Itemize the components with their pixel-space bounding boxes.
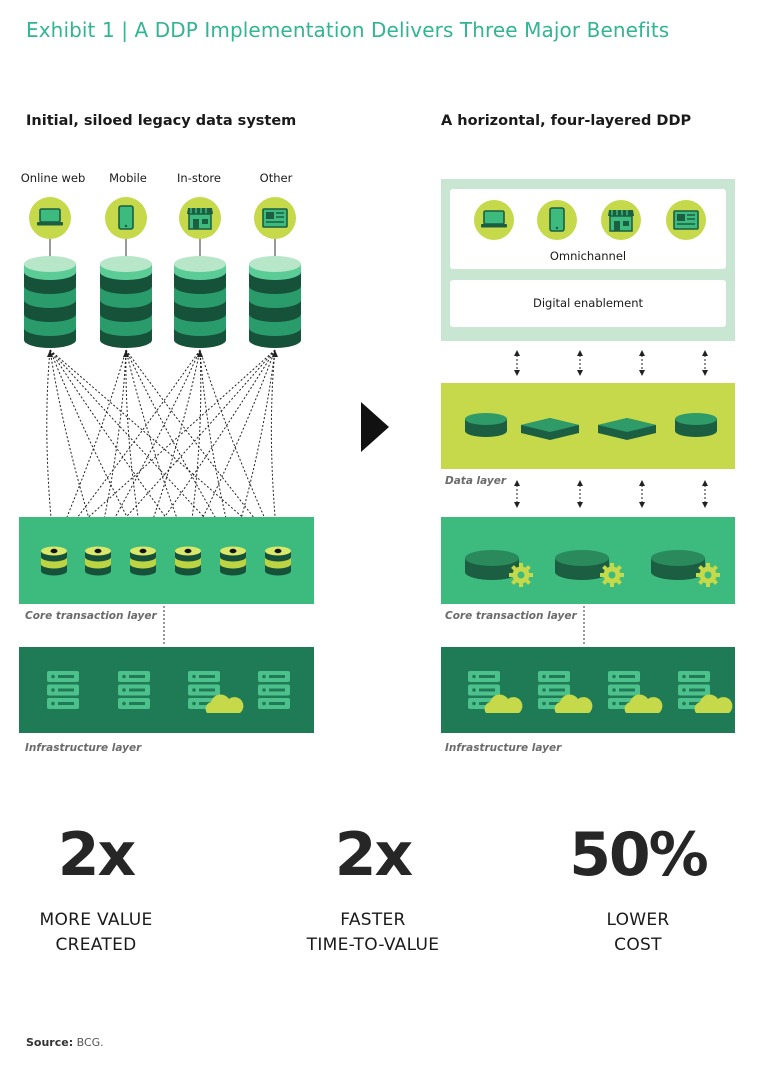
benefit-1-text: MORE VALUE CREATED: [0, 908, 216, 958]
core-database-icon: [465, 550, 533, 587]
transition-arrow-icon: [361, 402, 389, 452]
database-stack-icon: [174, 256, 226, 348]
left-infra-label: Infrastructure layer: [25, 742, 142, 754]
arrowhead-icon: [514, 502, 520, 508]
channel-label-in-store: In-store: [177, 171, 221, 185]
legacy-connection-line: [53, 349, 276, 549]
omnichannel-label: Omnichannel: [549, 249, 627, 263]
arrowhead-icon: [197, 350, 203, 357]
tablet-icon: [537, 200, 577, 240]
digital-enablement-label: Digital enablement: [532, 296, 643, 310]
gear-icon: [600, 563, 624, 587]
benefit-1-value: 2x: [57, 820, 136, 890]
arrowhead-icon: [702, 350, 708, 356]
gear-icon: [696, 563, 720, 587]
arrowhead-icon: [514, 350, 520, 356]
store-icon: [179, 197, 221, 239]
tablet-icon: [105, 197, 147, 239]
benefit-3-line2: COST: [614, 935, 662, 955]
left-core-label: Core transaction layer: [25, 610, 157, 622]
legacy-connection-line: [125, 349, 279, 549]
right-infra-label: Infrastructure layer: [445, 742, 562, 754]
arrowhead-icon: [514, 480, 520, 486]
benefit-3-text: LOWER COST: [518, 908, 758, 958]
arrowhead-icon: [639, 370, 645, 376]
laptop-icon: [474, 200, 514, 240]
benefit-2-value: 2x: [334, 820, 413, 890]
arrowhead-icon: [702, 370, 708, 376]
data-layer-shapes: [465, 413, 717, 440]
data-block-icon: [598, 418, 656, 440]
arrowhead-icon: [639, 480, 645, 486]
right-core-databases: [465, 550, 720, 587]
database-stack-icon: [100, 256, 152, 348]
core-database-icon: [651, 550, 720, 587]
arrowhead-icon: [639, 350, 645, 356]
left-heading: Initial, siloed legacy data system: [26, 113, 297, 129]
left-database-stacks: [24, 256, 301, 348]
arrowhead-icon: [123, 350, 129, 357]
source-text: BCG.: [76, 1036, 104, 1049]
database-stack-icon: [249, 256, 301, 348]
source-note: Source: BCG.: [26, 1036, 104, 1049]
benefit-2-line1: FASTER: [340, 910, 406, 930]
digital-enablement-box: [450, 280, 726, 327]
arrowhead-icon: [577, 350, 583, 356]
store-icon: [601, 200, 641, 240]
database-disk-icon: [465, 413, 507, 437]
legacy-connection-line: [142, 349, 201, 549]
server-icon: [258, 671, 290, 709]
database-stack-icon: [24, 256, 76, 348]
data-layer-label: Data layer: [445, 475, 507, 487]
left-core-transaction-layer: [19, 517, 314, 604]
arrowhead-icon: [577, 480, 583, 486]
gear-icon: [509, 563, 533, 587]
arrowhead-icon: [514, 370, 520, 376]
right-channel-icons: [474, 200, 706, 240]
newspaper-icon: [254, 197, 296, 239]
bidirectional-arrows: [514, 350, 708, 508]
arrowhead-icon: [702, 480, 708, 486]
right-heading: A horizontal, four-layered DDP: [441, 113, 692, 129]
benefit-1-line2: CREATED: [55, 935, 137, 955]
channel-label-mobile: Mobile: [109, 171, 147, 185]
arrowhead-icon: [47, 350, 53, 357]
arrowhead-icon: [639, 502, 645, 508]
arrowhead-icon: [272, 350, 278, 357]
newspaper-icon: [666, 200, 706, 240]
source-label: Source:: [26, 1036, 74, 1049]
arrowhead-icon: [702, 502, 708, 508]
data-block-icon: [521, 418, 579, 440]
server-icon: [47, 671, 79, 709]
laptop-icon: [29, 197, 71, 239]
core-database-icon: [555, 550, 624, 587]
benefit-3-line1: LOWER: [606, 910, 670, 930]
arrowhead-icon: [577, 502, 583, 508]
benefit-3-value: 50%: [569, 820, 709, 890]
omnichannel-box: [450, 189, 726, 269]
database-disk-icon: [675, 413, 717, 437]
server-icon: [118, 671, 150, 709]
benefit-2-text: FASTER TIME-TO-VALUE: [253, 908, 493, 958]
exhibit-title: Exhibit 1 | A DDP Implementation Deliver…: [26, 18, 670, 42]
benefit-2-line2: TIME-TO-VALUE: [306, 935, 440, 955]
left-channel-icons: [29, 197, 296, 262]
arrowhead-icon: [577, 370, 583, 376]
channel-label-other: Other: [259, 171, 293, 185]
benefit-1-line1: MORE VALUE: [39, 910, 153, 930]
right-core-label: Core transaction layer: [445, 610, 577, 622]
legacy-connection-line: [125, 349, 234, 549]
channel-label-online-web: Online web: [20, 171, 86, 185]
legacy-connection-line: [187, 349, 276, 549]
